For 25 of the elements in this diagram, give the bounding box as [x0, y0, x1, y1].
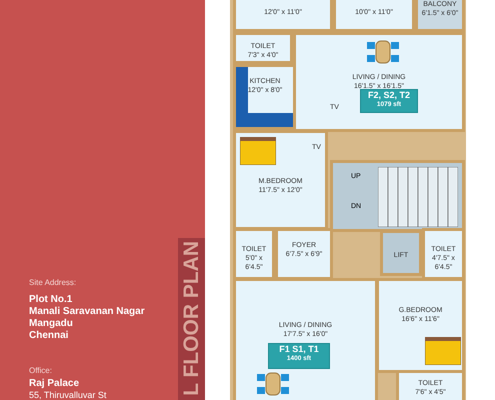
room [396, 370, 465, 400]
address-line: Raj Palace [29, 378, 80, 389]
address-line: Chennai [29, 330, 68, 341]
room [293, 32, 465, 132]
room [333, 0, 415, 32]
address-heading: Office: [29, 366, 52, 375]
staircase [330, 160, 465, 232]
flat-number: F1 S1, T1 [278, 344, 320, 355]
address-heading: Site Address: [29, 278, 76, 287]
room [233, 130, 328, 230]
room [233, 228, 275, 280]
balcony-room [415, 0, 465, 32]
address-line: Manali Saravanan Nagar [29, 306, 145, 317]
room [233, 0, 333, 32]
floor-plan-title: L FLOOR PLAN [180, 241, 203, 396]
address-line: Mangadu [29, 318, 73, 329]
room [233, 278, 378, 400]
room [275, 228, 333, 280]
room [422, 228, 465, 280]
room [233, 32, 293, 64]
address-line: Plot No.1 [29, 294, 72, 305]
room [376, 278, 465, 373]
address-line: 55, Thiruvalluvar St [29, 390, 106, 400]
flat-number: F2, S2, T2 [366, 90, 412, 101]
lift-shaft [380, 230, 422, 276]
